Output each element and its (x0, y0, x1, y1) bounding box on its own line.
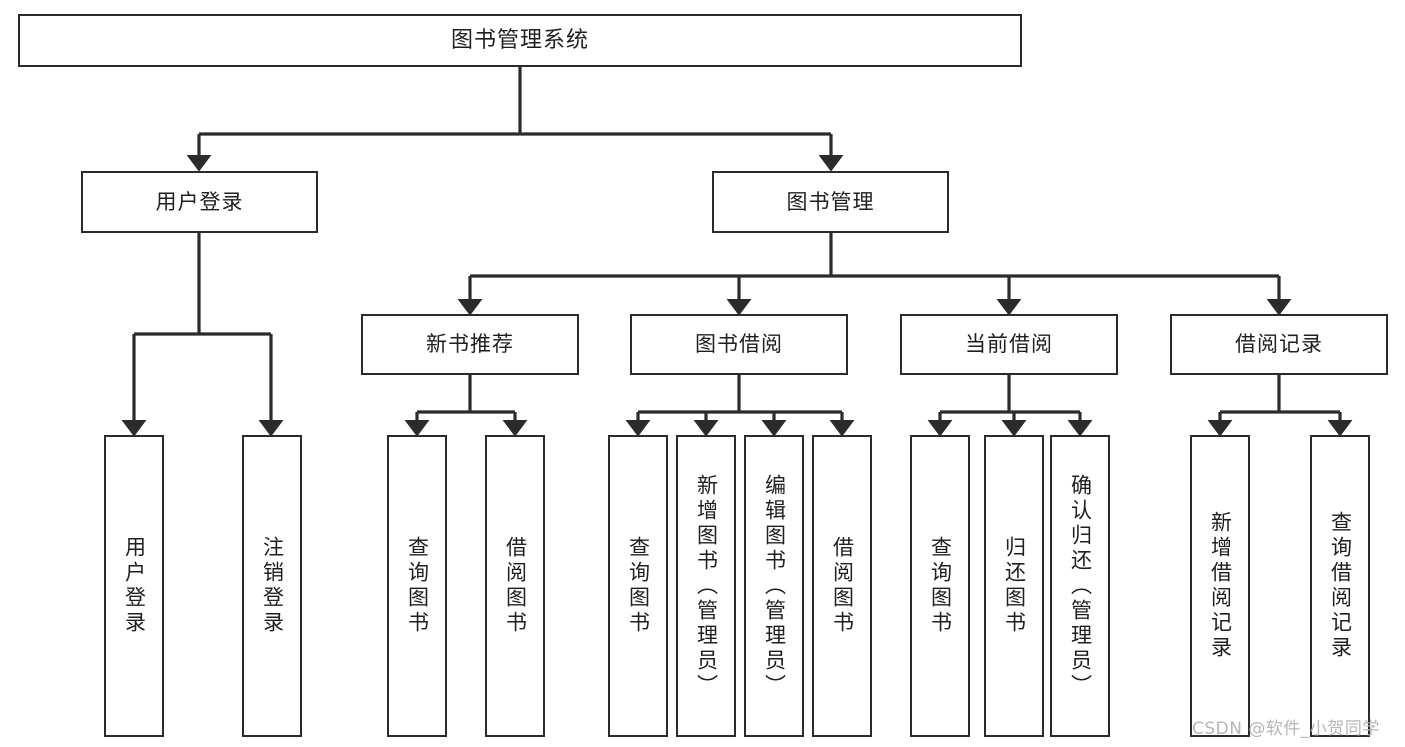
node-current-borrow[interactable]: 当前借阅 (900, 314, 1118, 375)
node-label: 借阅记录 (1235, 332, 1323, 357)
node-label: 查询图书 (626, 536, 651, 636)
node-new-book-recommend[interactable]: 新书推荐 (361, 314, 579, 375)
node-label: 新书推荐 (426, 332, 514, 357)
node-book-borrow[interactable]: 图书借阅 (630, 314, 848, 375)
node-label: 注销登录 (260, 536, 285, 636)
leaf-confirm-return-admin[interactable]: 确认归还（管理员） (1050, 435, 1110, 737)
leaf-borrow-book-new[interactable]: 借阅图书 (485, 435, 545, 737)
leaf-query-book-current[interactable]: 查询图书 (910, 435, 970, 737)
node-root-system[interactable]: 图书管理系统 (18, 14, 1022, 67)
node-label: 用户登录 (122, 536, 147, 636)
node-borrow-records[interactable]: 借阅记录 (1170, 314, 1388, 375)
leaf-return-book[interactable]: 归还图书 (984, 435, 1044, 737)
node-label: 查询图书 (405, 536, 430, 636)
csdn-watermark: CSDN @软件_小贺同学 (1192, 719, 1380, 739)
node-label: 图书管理系统 (450, 27, 589, 53)
node-label: 新增借阅记录 (1208, 511, 1233, 661)
leaf-query-borrow-record[interactable]: 查询借阅记录 (1310, 435, 1370, 737)
node-label: 图书管理 (786, 189, 875, 214)
leaf-user-login[interactable]: 用户登录 (104, 435, 164, 737)
node-label: 查询图书 (928, 536, 953, 636)
leaf-borrow-book[interactable]: 借阅图书 (812, 435, 872, 737)
leaf-add-book-admin[interactable]: 新增图书（管理员） (676, 435, 736, 737)
leaf-edit-book-admin[interactable]: 编辑图书（管理员） (744, 435, 804, 737)
leaf-logout[interactable]: 注销登录 (242, 435, 302, 737)
node-label: 归还图书 (1002, 536, 1027, 636)
node-book-management[interactable]: 图书管理 (712, 171, 949, 233)
leaf-query-book-borrow[interactable]: 查询图书 (608, 435, 668, 737)
node-user-login[interactable]: 用户登录 (81, 171, 318, 233)
node-label: 编辑图书（管理员） (762, 473, 787, 699)
node-label: 借阅图书 (830, 536, 855, 636)
node-label: 图书借阅 (695, 332, 783, 357)
node-label: 借阅图书 (503, 536, 528, 636)
node-label: 用户登录 (155, 189, 244, 214)
leaf-add-borrow-record[interactable]: 新增借阅记录 (1190, 435, 1250, 737)
leaf-query-book-new[interactable]: 查询图书 (387, 435, 447, 737)
node-label: 新增图书（管理员） (694, 473, 719, 699)
node-label: 确认归还（管理员） (1068, 473, 1093, 699)
node-label: 查询借阅记录 (1328, 511, 1353, 661)
node-label: 当前借阅 (965, 332, 1053, 357)
